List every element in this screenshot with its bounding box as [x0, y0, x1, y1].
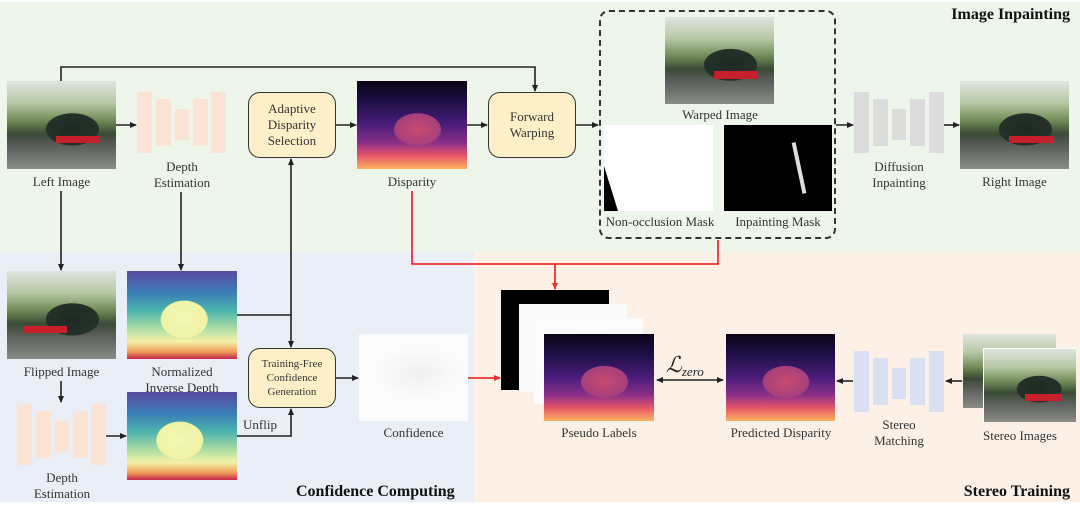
forward-warping-box: Forward Warping — [488, 92, 576, 158]
network-layer — [17, 404, 32, 465]
network-layer — [854, 351, 869, 412]
flipped-image-thumbnail — [7, 271, 116, 359]
inpainting-mask-label: Inpainting Mask — [735, 214, 821, 229]
network-layer — [137, 92, 152, 153]
network-layer — [36, 411, 51, 458]
zero-loss-label: ℒzero — [666, 352, 704, 379]
network-layer — [929, 92, 944, 153]
module-label-line: Forward — [509, 109, 555, 124]
stereo-image-front — [983, 348, 1076, 422]
label-line: Normalized — [151, 364, 213, 379]
pseudo-labels-label: Pseudo Labels — [561, 425, 637, 440]
diffusion-inpainting-label: Diffusion Inpainting — [849, 159, 949, 191]
depth-estimation-bottom-label: Depth Estimation — [12, 470, 112, 502]
disparity-label: Disparity — [387, 174, 437, 189]
warped-image-label: Warped Image — [682, 107, 758, 122]
non-occlusion-mask-thumbnail — [604, 125, 713, 211]
loss-subscript: zero — [681, 364, 704, 379]
stereo-matching-label: Stereo Matching — [849, 417, 949, 449]
module-label-line: Selection — [267, 133, 317, 148]
left-image-thumbnail — [7, 81, 116, 169]
predicted-disparity-map — [726, 334, 835, 421]
label-line: Inpainting — [872, 175, 926, 190]
label-line: Inverse Depth — [145, 380, 219, 395]
label-line: Stereo — [882, 417, 916, 432]
predicted-disparity-label: Predicted Disparity — [730, 425, 832, 440]
confidence-label: Confidence — [383, 425, 444, 440]
section-title-confidence-computing: Confidence Computing — [296, 483, 455, 500]
module-label-line: Training-Free — [261, 358, 323, 370]
network-layer — [55, 421, 69, 452]
label-line: Estimation — [33, 486, 91, 501]
label-line: Diffusion — [874, 159, 924, 174]
label-line: Depth — [46, 470, 78, 485]
adaptive-disparity-selection-box: Adaptive Disparity Selection — [248, 92, 336, 158]
label-line: Matching — [874, 433, 924, 448]
network-layer — [910, 99, 925, 146]
confidence-map — [359, 334, 468, 421]
left-image-label: Left Image — [32, 174, 91, 189]
depth-estimation-top-label: Depth Estimation — [132, 159, 232, 191]
network-layer — [892, 368, 906, 399]
network-layer — [892, 109, 906, 140]
non-occlusion-mask-label: Non-occlusion Mask — [605, 214, 715, 229]
confidence-generation-box: Training-Free Confidence Generation — [248, 348, 336, 408]
module-label-line: Generation — [267, 386, 317, 398]
network-layer — [193, 99, 208, 146]
network-layer — [910, 358, 925, 405]
unflip-label: Unflip — [243, 417, 277, 432]
stereo-images-label: Stereo Images — [982, 428, 1057, 443]
flipped-inverse-depth-map — [127, 392, 237, 480]
flipped-image-label: Flipped Image — [23, 364, 100, 379]
network-layer — [211, 92, 226, 153]
normalized-inverse-depth-map — [127, 271, 237, 359]
module-label-line: Disparity — [267, 117, 317, 132]
network-layer — [854, 92, 869, 153]
warped-image-thumbnail — [665, 17, 774, 104]
network-layer — [929, 351, 944, 412]
module-label-line: Adaptive — [268, 101, 316, 116]
section-title-stereo-training: Stereo Training — [963, 483, 1070, 500]
disparity-map — [357, 81, 467, 169]
module-label-line: Warping — [509, 125, 555, 140]
inpainting-mask-thumbnail — [724, 125, 832, 211]
pseudo-label-disparity-layer — [544, 334, 654, 421]
network-layer — [873, 99, 888, 146]
loss-symbol: ℒ — [666, 352, 682, 377]
network-layer — [73, 411, 88, 458]
network-layer — [175, 109, 189, 140]
right-image-thumbnail — [960, 81, 1069, 169]
network-layer — [91, 404, 106, 465]
network-layer — [873, 358, 888, 405]
label-line: Estimation — [153, 175, 211, 190]
label-line: Depth — [166, 159, 198, 174]
network-layer — [156, 99, 171, 146]
section-title-image-inpainting: Image Inpainting — [951, 6, 1070, 23]
module-label-line: Confidence — [266, 372, 318, 384]
right-image-label: Right Image — [982, 174, 1047, 189]
